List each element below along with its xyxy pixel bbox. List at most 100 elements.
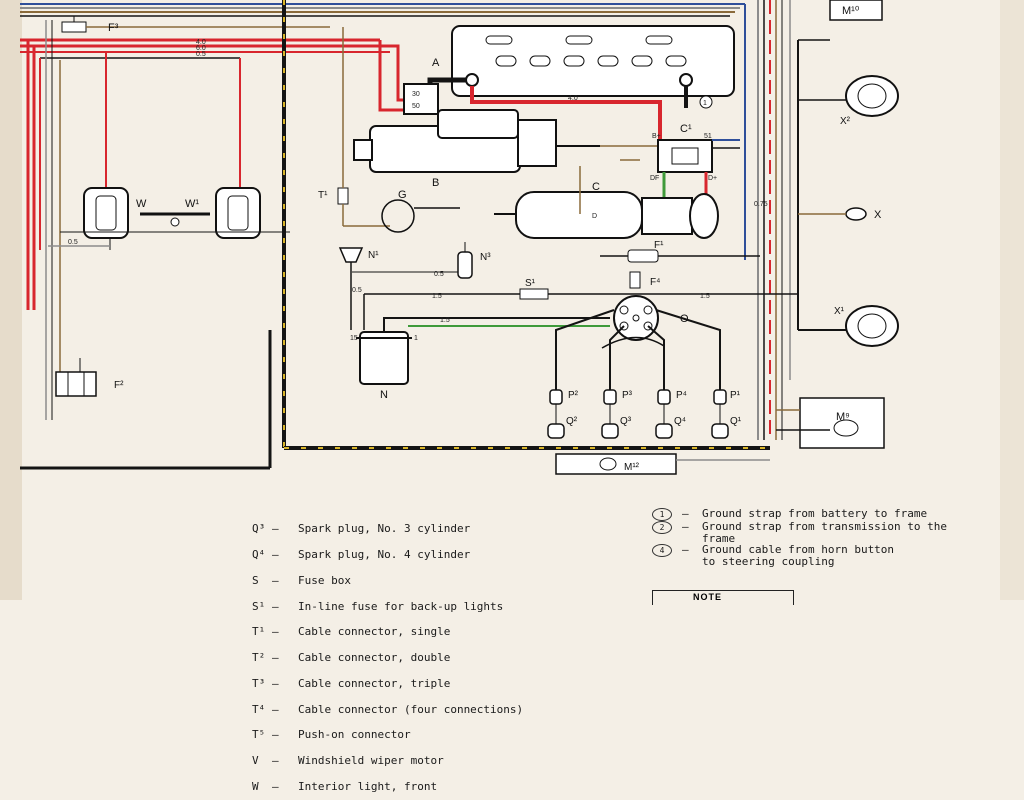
- legend-code: Q³: [252, 522, 266, 536]
- legend-row: T⁵–Push-on connector: [252, 728, 411, 742]
- light-m9: M⁹: [776, 397, 885, 449]
- legend-text: Push-on connector: [298, 728, 411, 742]
- legend-row-continuation: to steering coupling: [652, 554, 947, 568]
- wire-size-label: 4.0: [568, 95, 578, 102]
- label-g: G: [398, 189, 407, 201]
- legend-row: T¹–Cable connector, single: [252, 625, 451, 639]
- legend-row: S¹–In-line fuse for back-up lights: [252, 599, 504, 613]
- legend-text: In-line fuse for back-up lights: [298, 599, 504, 613]
- label-c: C: [592, 181, 600, 193]
- svg-text:51: 51: [704, 133, 712, 140]
- label-n3: N³: [480, 252, 491, 263]
- svg-text:1: 1: [414, 335, 418, 342]
- legend-code: S¹: [252, 599, 266, 613]
- legend-code: T²: [252, 651, 266, 665]
- legend-row: V–Windshield wiper motor: [252, 754, 444, 768]
- plug-p3-q3: P³ Q³: [601, 389, 633, 439]
- label-m9: M⁹: [836, 411, 850, 423]
- label-w: W: [136, 198, 147, 210]
- wire-size-label: 6.0: [196, 45, 206, 52]
- legend-text: Cable connector, single: [298, 625, 451, 639]
- legend-text: Cable connector, triple: [298, 676, 451, 690]
- label-f3: F³: [108, 22, 119, 34]
- wire-size-label: 1.5: [440, 317, 450, 324]
- legend-number: 1: [652, 508, 672, 521]
- backup-switch-f4: F⁴: [629, 271, 660, 289]
- legend-row: Q⁴–Spark plug, No. 4 cylinder: [252, 547, 471, 561]
- legend-text: to steering coupling: [702, 554, 835, 568]
- fuse-f3: F³: [61, 16, 330, 34]
- plug-p1-q1: P¹ Q¹: [711, 389, 742, 439]
- legend-code: T⁴: [252, 702, 266, 716]
- legend-code: T⁵: [252, 728, 266, 742]
- label-m10: M¹⁰: [842, 5, 860, 17]
- legend-code: S: [252, 573, 259, 587]
- brake-switch-f1: F¹: [600, 240, 760, 263]
- lamp-x1: X¹: [798, 305, 899, 347]
- lamp-x: X: [798, 207, 882, 221]
- label-q4: Q⁴: [674, 416, 686, 427]
- legend-row: W–Interior light, front: [252, 780, 438, 793]
- svg-text:D+: D+: [708, 175, 717, 182]
- wire-size-label: 0.5: [434, 271, 444, 278]
- legend-number: 2: [652, 521, 672, 534]
- legend-text: Cable connector, double: [298, 651, 451, 665]
- label-q1: Q¹: [730, 416, 742, 427]
- legend-text: Ground cable from horn button: [702, 542, 895, 556]
- right-wire-bundle: [744, 0, 799, 440]
- legend-code: T¹: [252, 625, 266, 639]
- wire-size-label: 0.5: [68, 239, 78, 246]
- license-light-m12: M¹²: [555, 453, 770, 475]
- note-title: NOTE: [693, 592, 723, 602]
- legend-row: Q³–Spark plug, No. 3 cylinder: [252, 522, 471, 536]
- legend-left: Q³–Spark plug, No. 3 cylinder Q⁴–Spark p…: [252, 508, 523, 800]
- legend-row-continuation: frame: [652, 533, 947, 544]
- label-f4: F⁴: [650, 277, 660, 288]
- svg-text:B+: B+: [652, 133, 661, 140]
- auto-choke-n1: N¹: [338, 247, 379, 330]
- ground-trunk: [20, 0, 770, 470]
- label-x: X: [874, 209, 882, 221]
- label-p1: P¹: [730, 390, 741, 401]
- label-q2: Q²: [566, 416, 578, 427]
- svg-text:30: 30: [412, 91, 420, 98]
- label-q3: Q³: [620, 416, 632, 427]
- wire-size-label: 1.5: [432, 293, 442, 300]
- wire-size-label: 4.0: [196, 39, 206, 46]
- plug-p2-q2: P² Q²: [547, 389, 579, 439]
- label-x1: X¹: [834, 306, 845, 317]
- label-p2: P²: [568, 390, 579, 401]
- label-w1: W¹: [185, 198, 199, 210]
- legend-row: 2–Ground strap from transmission to the: [652, 521, 947, 534]
- regulator-c1: C¹ B+ 51 DF D+: [650, 123, 740, 182]
- svg-text:50: 50: [412, 103, 420, 110]
- legend-text: Fuse box: [298, 573, 351, 587]
- wiring-diagram: F³ W W¹: [0, 0, 1024, 600]
- label-a: A: [432, 57, 440, 69]
- plug-p4-q4: P⁴ Q⁴: [655, 389, 687, 439]
- legend-text: Windshield wiper motor: [298, 754, 444, 768]
- generator-c: C D: [494, 166, 719, 239]
- top-wire-bus: [20, 3, 745, 59]
- horn-x2: X²: [798, 75, 899, 127]
- label-b: B: [432, 177, 439, 189]
- svg-text:15: 15: [350, 335, 358, 342]
- note-box: NOTE: [652, 590, 794, 605]
- legend-code: Q⁴: [252, 547, 266, 561]
- legend-text: Interior light, front: [298, 780, 438, 793]
- legend-row: 4–Ground cable from horn button: [652, 542, 947, 557]
- wire-size-label: 1.5: [700, 293, 710, 300]
- label-c1: C¹: [680, 123, 692, 135]
- legend-row: T³–Cable connector, triple: [252, 676, 451, 690]
- legend-text: Spark plug, No. 3 cylinder: [298, 522, 471, 536]
- svg-text:1: 1: [703, 100, 707, 107]
- wire-size-label: 0.5: [352, 287, 362, 294]
- cutoff-valve-n3: N³: [352, 242, 491, 279]
- label-n: N: [380, 389, 388, 401]
- fuse-f2: F²: [55, 358, 124, 397]
- svg-text:DF: DF: [650, 175, 659, 182]
- tail-light-m10: M¹⁰: [798, 0, 883, 41]
- legend-right: 1–Ground strap from battery to frame 2–G…: [652, 508, 947, 568]
- interior-light-w: W: [83, 187, 147, 239]
